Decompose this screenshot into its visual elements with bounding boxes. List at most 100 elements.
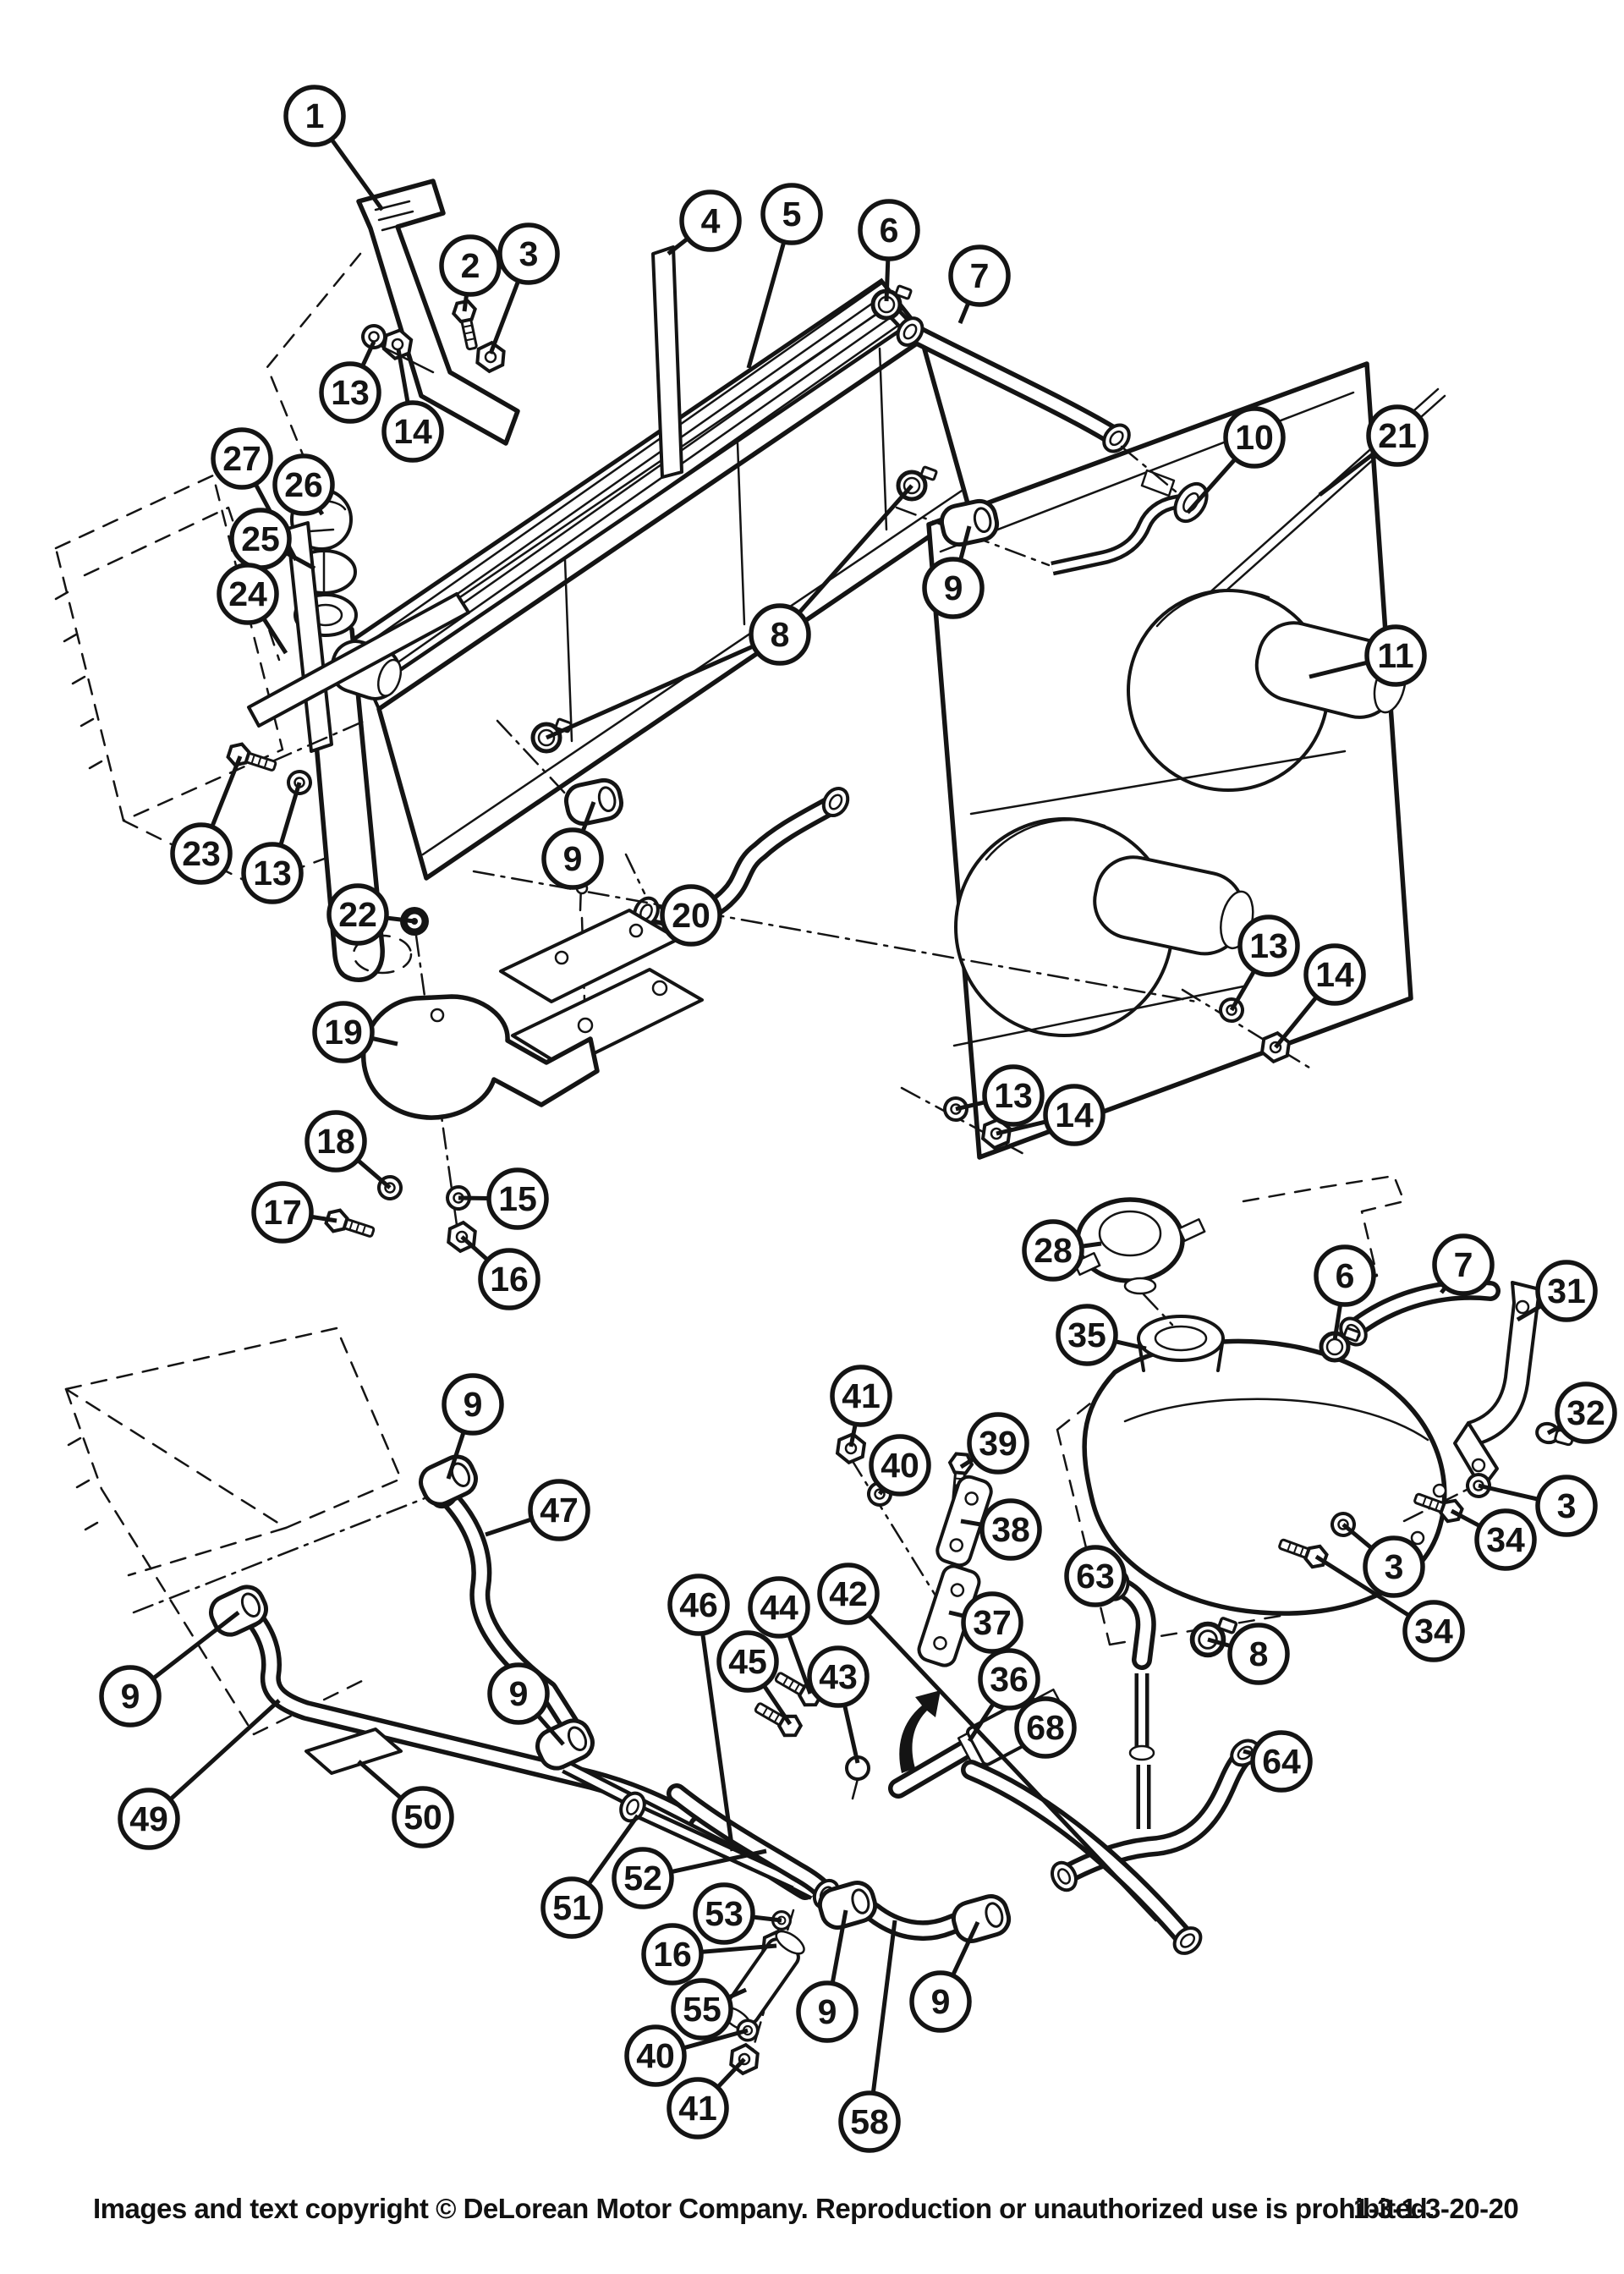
callout-number: 9 bbox=[121, 1677, 140, 1716]
callout-number: 13 bbox=[253, 854, 292, 893]
callout-number: 50 bbox=[403, 1798, 442, 1837]
leader-line bbox=[955, 1100, 985, 1112]
body-frame-bottom-ghost bbox=[64, 1326, 442, 1736]
leader-line bbox=[951, 1920, 980, 1976]
callout-number: 25 bbox=[241, 519, 280, 558]
callout-number: 2 bbox=[461, 246, 480, 285]
callout-11-11: 11 bbox=[1309, 624, 1427, 687]
callout-number: 27 bbox=[222, 439, 261, 478]
callout-25-18: 25 bbox=[229, 508, 316, 571]
callout-23-20: 23 bbox=[170, 755, 243, 885]
leader-line bbox=[462, 294, 469, 312]
leader-line bbox=[357, 1760, 403, 1799]
callout-circle bbox=[442, 1373, 504, 1436]
callout-number: 5 bbox=[782, 195, 802, 233]
callout-circle bbox=[858, 199, 920, 261]
callout-41-51: 41 bbox=[830, 1365, 892, 1447]
callout-3-40: 3 bbox=[1341, 1523, 1425, 1598]
callout-39-53: 39 bbox=[959, 1412, 1029, 1475]
callout-circle bbox=[830, 1365, 892, 1427]
callout-37-55: 37 bbox=[948, 1591, 1023, 1654]
callout-circle bbox=[979, 1498, 1042, 1561]
leader-line bbox=[488, 280, 520, 354]
callout-13-21: 13 bbox=[241, 782, 304, 904]
callout-circle bbox=[667, 2077, 729, 2139]
callout-circle bbox=[304, 1110, 367, 1173]
leader-line bbox=[545, 644, 754, 740]
leader-line bbox=[959, 1457, 974, 1469]
leader-line bbox=[683, 2028, 749, 2051]
callout-circle bbox=[217, 563, 279, 625]
callout-41-69: 41 bbox=[667, 2057, 746, 2139]
callout-circle bbox=[1366, 404, 1429, 467]
leader-line bbox=[587, 1814, 640, 1885]
callout-circle bbox=[381, 400, 444, 463]
callout-2-1: 2 bbox=[439, 234, 502, 312]
callout-28-32: 28 bbox=[1022, 1219, 1102, 1282]
callout-circle bbox=[1432, 1233, 1495, 1296]
callout-36-61: 36 bbox=[967, 1648, 1040, 1743]
callout-3-2: 3 bbox=[488, 222, 560, 354]
leader-line bbox=[753, 1914, 782, 1923]
callout-number: 51 bbox=[552, 1888, 591, 1927]
leader-line bbox=[996, 1119, 1046, 1136]
callout-18-24: 18 bbox=[304, 1110, 392, 1189]
leader-line bbox=[285, 551, 316, 571]
leader-line bbox=[960, 1519, 982, 1527]
callout-13-30: 13 bbox=[955, 1064, 1045, 1127]
callout-14-4: 14 bbox=[381, 349, 444, 463]
callout-number: 3 bbox=[1385, 1547, 1404, 1586]
callout-circle bbox=[118, 1788, 180, 1850]
leader-line bbox=[460, 1235, 489, 1261]
callout-number: 13 bbox=[331, 373, 370, 412]
callout-number: 9 bbox=[509, 1674, 529, 1713]
callout-circle bbox=[1363, 1535, 1425, 1598]
leader-line bbox=[1115, 1339, 1147, 1351]
callout-circle bbox=[1474, 1508, 1537, 1571]
callout-circle bbox=[922, 557, 985, 619]
callout-circle bbox=[211, 427, 273, 490]
callout-13-28: 13 bbox=[1229, 915, 1300, 1012]
callout-number: 28 bbox=[1034, 1231, 1073, 1270]
callout-number: 37 bbox=[973, 1603, 1012, 1642]
callout-19-23: 19 bbox=[312, 1001, 398, 1063]
leader-line bbox=[1478, 1483, 1539, 1502]
leader-line bbox=[152, 1611, 240, 1680]
leader-line bbox=[485, 1517, 532, 1537]
callout-number: 9 bbox=[944, 568, 963, 607]
callout-number: 6 bbox=[1336, 1256, 1355, 1295]
leader-line bbox=[798, 484, 914, 614]
leader-line bbox=[169, 1699, 281, 1801]
footer-page-code: 1-3-1-3-20-20 bbox=[1353, 2193, 1518, 2224]
callout-number: 7 bbox=[1454, 1245, 1473, 1284]
callout-circle bbox=[961, 1591, 1023, 1654]
callout-5-6: 5 bbox=[746, 183, 823, 369]
callout-circle bbox=[1535, 1475, 1598, 1537]
callout-number: 40 bbox=[881, 1446, 919, 1485]
callout-circle bbox=[1250, 1730, 1313, 1793]
leader-line bbox=[330, 138, 385, 211]
callout-number: 34 bbox=[1414, 1612, 1453, 1651]
callout-number: 43 bbox=[819, 1657, 858, 1696]
callout-number: 6 bbox=[880, 211, 899, 250]
leader-line bbox=[848, 1424, 858, 1447]
callout-number: 52 bbox=[623, 1859, 662, 1898]
callout-4-5: 4 bbox=[667, 190, 742, 255]
callout-number: 21 bbox=[1378, 416, 1417, 455]
leader-line bbox=[1243, 1749, 1254, 1756]
callout-38-54: 38 bbox=[960, 1498, 1042, 1561]
callout-circle bbox=[272, 453, 335, 516]
callout-circle bbox=[716, 1630, 779, 1693]
leader-line bbox=[1546, 1425, 1561, 1436]
bushing-9-b2 bbox=[950, 1892, 1012, 1945]
leader-line bbox=[371, 1036, 398, 1046]
leader-line bbox=[842, 1705, 860, 1764]
callout-circle bbox=[326, 883, 389, 946]
callout-number: 16 bbox=[653, 1935, 692, 1974]
callout-15-26: 15 bbox=[458, 1167, 549, 1230]
leader-line bbox=[948, 1610, 964, 1618]
leader-line bbox=[396, 349, 410, 403]
callout-circle bbox=[1402, 1600, 1465, 1662]
callout-number: 14 bbox=[1315, 955, 1354, 994]
